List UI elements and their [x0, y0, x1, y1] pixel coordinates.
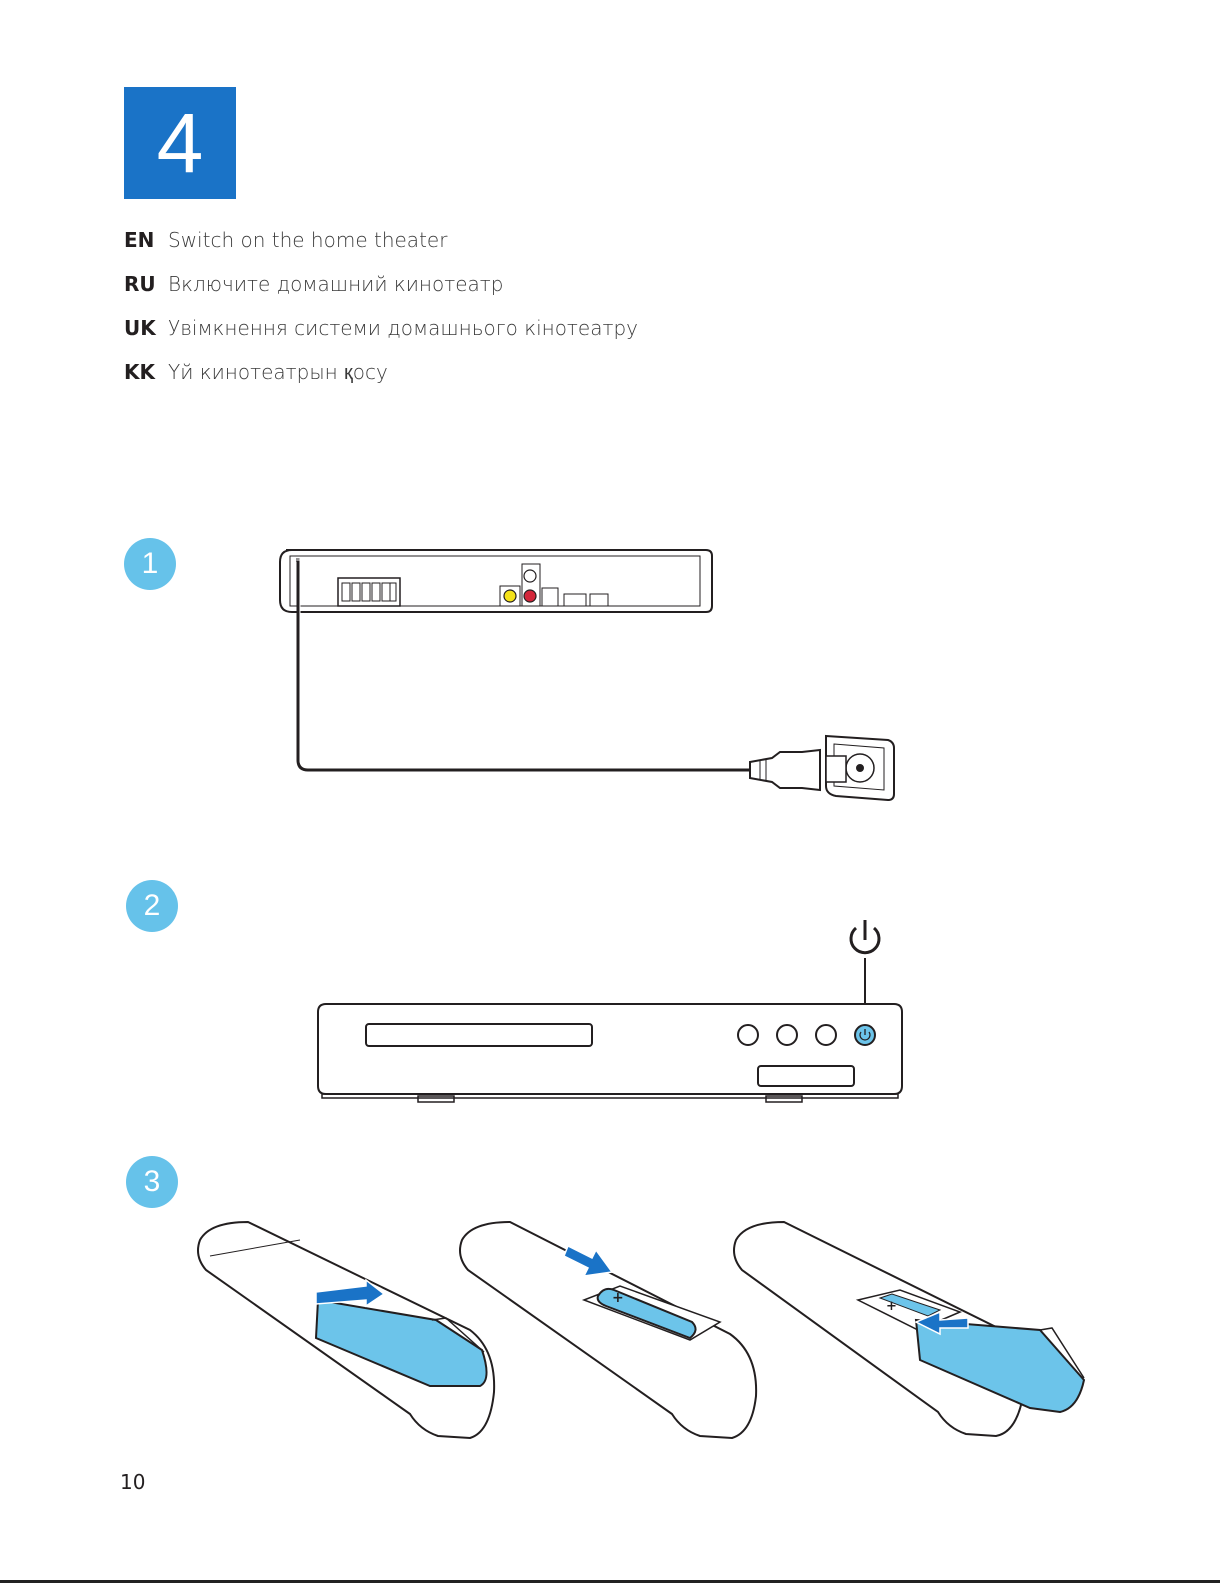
- disc-slot: [366, 1024, 592, 1046]
- battery-cover: [316, 1300, 487, 1386]
- remote-step-open: [198, 1222, 494, 1438]
- substep-badge-2: 2: [126, 880, 178, 932]
- front-button: [816, 1025, 836, 1045]
- instruction-text: Увімкнення системи домашнього кінотеатру: [168, 316, 638, 340]
- power-symbol-icon: [851, 928, 879, 953]
- speaker-terminals: [338, 578, 400, 606]
- wall-socket: [826, 736, 894, 800]
- power-cable: [296, 560, 750, 770]
- power-button: [855, 1025, 875, 1045]
- substep-number: 2: [144, 889, 161, 923]
- instruction-text: Үй кинотеатрын қосу: [168, 360, 388, 385]
- step-number-box: 4: [124, 87, 236, 199]
- front-button: [777, 1025, 797, 1045]
- language-code: KK: [124, 360, 168, 384]
- display-window: [758, 1066, 854, 1086]
- optical-jack: [542, 588, 558, 606]
- substep-number: 1: [142, 547, 159, 581]
- fm-antenna-port: [590, 594, 608, 606]
- remote-step-battery: +: [460, 1222, 756, 1438]
- language-code: UK: [124, 316, 168, 340]
- home-theater-back-panel: [280, 550, 712, 612]
- close-arrow-icon: [916, 1312, 968, 1334]
- instruction-kk: KK Үй кинотеатрын қосу: [124, 360, 388, 385]
- video-out-jack: [500, 586, 520, 606]
- instruction-uk: UK Увімкнення системи домашнього кінотеа…: [124, 316, 638, 340]
- home-theater-front: [318, 1004, 902, 1094]
- hdmi-port: [564, 594, 586, 606]
- substep-badge-3: 3: [126, 1156, 178, 1208]
- power-plug: [750, 750, 820, 790]
- substep-badge-1: 1: [124, 538, 176, 590]
- battery-cover: [916, 1320, 1084, 1412]
- page-number: 10: [120, 1470, 145, 1494]
- instruction-text: Включите домашний кинотеатр: [168, 272, 503, 296]
- insert-arrow-icon: [564, 1246, 612, 1276]
- svg-text:+: +: [612, 1290, 624, 1306]
- instruction-text: Switch on the home theater: [168, 228, 447, 252]
- svg-text:+: +: [886, 1299, 897, 1314]
- step-number: 4: [157, 95, 204, 192]
- language-code: EN: [124, 228, 168, 252]
- remote-step-close: +: [734, 1222, 1084, 1436]
- front-button: [738, 1025, 758, 1045]
- substep-number: 3: [144, 1165, 161, 1199]
- slide-arrow-icon: [316, 1280, 384, 1306]
- battery: [598, 1289, 696, 1338]
- language-code: RU: [124, 272, 168, 296]
- instruction-en: EN Switch on the home theater: [124, 228, 447, 252]
- instruction-ru: RU Включите домашний кинотеатр: [124, 272, 503, 296]
